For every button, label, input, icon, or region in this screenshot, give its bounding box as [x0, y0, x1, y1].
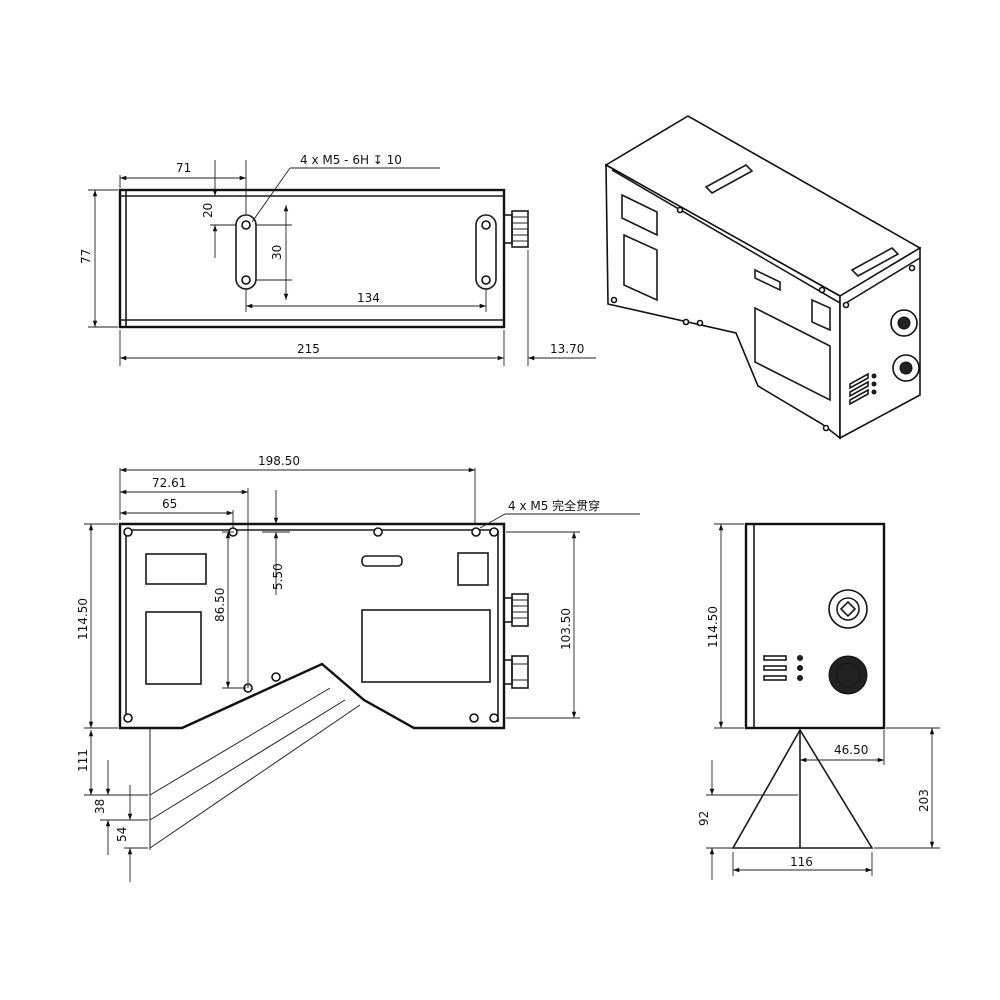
top-dim-30: 30	[270, 245, 284, 260]
side-dim-46-50: 46.50	[834, 743, 868, 757]
side-dim-203: 203	[917, 789, 931, 812]
top-dim-134: 134	[357, 291, 380, 305]
front-view: 198.50 72.61 65 5.50 86.50 114.50 103.50…	[76, 454, 640, 882]
top-connector	[503, 210, 529, 248]
top-dim-13-70: 13.70	[550, 342, 584, 356]
top-view: 71 20 30 134 77 215 13.70 4 x M5 - 6H ↧ …	[79, 153, 596, 366]
front-dim-38: 38	[93, 799, 107, 814]
side-laser-triangle	[731, 728, 874, 849]
front-dim-111: 111	[76, 749, 90, 772]
front-dim-65: 65	[162, 497, 177, 511]
front-connector-top	[503, 593, 529, 627]
side-body	[744, 522, 886, 730]
top-dim-71: 71	[176, 161, 191, 175]
front-dim-86-50: 86.50	[213, 588, 227, 622]
side-dim-114-50: 114.50	[706, 606, 720, 648]
front-body	[118, 522, 506, 730]
side-dim-116: 116	[790, 855, 813, 869]
top-hole-callout: 4 x M5 - 6H ↧ 10	[300, 153, 402, 167]
front-dim-103-50: 103.50	[559, 608, 573, 650]
front-dim-72-61: 72.61	[152, 476, 186, 490]
side-view: 114.50 46.50 116 92 203	[697, 522, 940, 880]
top-dim-77: 77	[79, 249, 93, 264]
front-dim-54: 54	[115, 827, 129, 842]
front-dim-198-50: 198.50	[258, 454, 300, 468]
side-dim-92: 92	[697, 811, 711, 826]
top-view-body	[118, 188, 506, 329]
isometric-view	[604, 115, 922, 440]
top-dim-20: 20	[201, 203, 215, 218]
front-hole-callout: 4 x M5 完全贯穿	[508, 498, 600, 513]
top-dim-215: 215	[297, 342, 320, 356]
front-dim-114-50: 114.50	[76, 598, 90, 640]
front-dim-5-50: 5.50	[271, 563, 285, 590]
front-connector-bottom	[503, 655, 529, 689]
